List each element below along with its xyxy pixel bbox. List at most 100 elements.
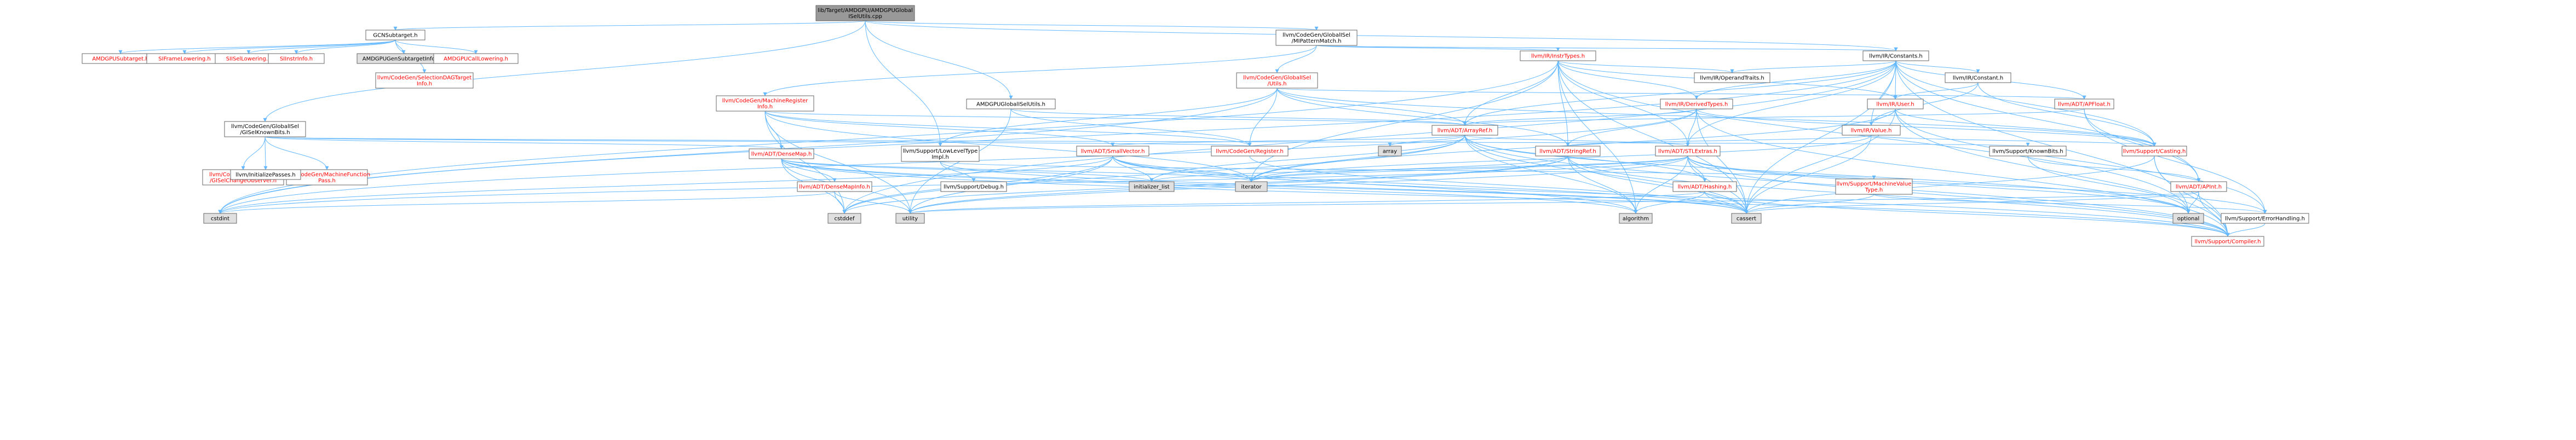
node-register[interactable]: llvm/CodeGen/Register.h	[1211, 146, 1289, 157]
edge-user-to-cassert	[1744, 108, 1896, 214]
node-debug[interactable]: llvm/Support/Debug.h	[940, 181, 1007, 192]
node-label: llvm/CodeGen/MachineRegister	[722, 98, 809, 104]
node-hashing[interactable]: llvm/ADT/Hashing.h	[1672, 181, 1737, 192]
edge-utils-to-register	[1247, 88, 1278, 147]
node-utility: utility	[895, 213, 925, 224]
node-box	[895, 213, 925, 224]
node-densemap[interactable]: llvm/ADT/DenseMap.h	[749, 148, 814, 159]
edge-densemap-to-dmi	[781, 158, 837, 182]
node-label: llvm/IR/DerivedTypes.h	[1665, 102, 1728, 108]
edge-apfloat-to-errh	[2084, 108, 2267, 214]
node-utils[interactable]: llvm/CodeGen/GlobalISel/Utils.h	[1236, 72, 1318, 89]
node-label: llvm/CodeGen/GlobalISel	[231, 124, 299, 130]
node-knownbits[interactable]: llvm/Support/KnownBits.h	[1989, 146, 2067, 157]
node-label: llvm/ADT/STLExtras.h	[1658, 149, 1717, 155]
edge-user-to-compiler	[1895, 108, 2230, 237]
edge-dmi-to-cstddef	[834, 191, 847, 214]
edge-apfloat-to-arrayref	[1463, 108, 2085, 126]
node-box	[1619, 213, 1653, 224]
node-box	[815, 5, 915, 21]
node-pm[interactable]: llvm/CodeGen/GlobalISel/MIPatternMatch.h	[1275, 30, 1358, 46]
edge-knownbits-to-apint	[2027, 155, 2201, 182]
node-compiler[interactable]: llvm/Support/Compiler.h	[2191, 236, 2264, 247]
node-box	[365, 30, 426, 40]
node-siii[interactable]: SIInstrInfo.h	[268, 53, 325, 64]
node-gisu[interactable]: AMDGPUGlobalISelUtils.h	[966, 99, 1056, 109]
node-label: SIISelLowering.h	[226, 56, 271, 62]
edge-stlextras-to-initlist	[1149, 155, 1688, 182]
node-label: llvm/Support/ErrorHandling.h	[2225, 216, 2305, 222]
edge-instrtypes-to-arrayref	[1463, 60, 1559, 126]
node-apfloat[interactable]: llvm/ADT/APFloat.h	[2054, 99, 2114, 109]
node-box	[1378, 146, 1402, 157]
edge-const-to-apint	[1895, 60, 2201, 182]
node-label: llvm/ADT/DenseMapInfo.h	[799, 184, 870, 190]
edge-gkb-to-gcobs	[241, 136, 266, 170]
edge-value-to-stringref	[1566, 135, 1872, 147]
node-stlextras[interactable]: llvm/ADT/STLExtras.h	[1655, 146, 1721, 157]
node-label: llvm/Support/KnownBits.h	[1992, 149, 2063, 155]
node-label: llvm/IR/Constant.h	[1953, 76, 2003, 82]
node-sifl[interactable]: SIFrameLowering.h	[146, 53, 223, 64]
edge-smallvec-to-cstdint	[218, 155, 1113, 214]
node-label: /Utils.h	[1268, 81, 1287, 87]
edge-const-to-arrayref	[1463, 60, 1896, 126]
node-instrtypes[interactable]: llvm/IR/InstrTypes.h	[1520, 50, 1596, 61]
node-gkb[interactable]: llvm/CodeGen/GlobalISel/GISelKnownBits.h	[224, 121, 306, 137]
edge-const-to-cassert	[1744, 60, 1896, 214]
edge-const-to-casting	[1895, 60, 2157, 147]
node-label: AMDGPUSubtarget.h	[92, 56, 148, 62]
node-apint[interactable]: llvm/ADT/APInt.h	[2170, 181, 2227, 192]
node-box	[1076, 146, 1149, 157]
edge-const-to-operandtraits	[1730, 60, 1896, 73]
edge-mri-to-arrayref	[764, 111, 1467, 126]
node-const[interactable]: llvm/IR/Constants.h	[1862, 50, 1929, 61]
node-errh[interactable]: llvm/Support/ErrorHandling.h	[2221, 213, 2309, 224]
edge-const-to-irconst	[1895, 60, 1980, 73]
node-label: llvm/ADT/ArrayRef.h	[1438, 128, 1493, 134]
node-value[interactable]: llvm/IR/Value.h	[1842, 125, 1901, 136]
node-root[interactable]: lib/Target/AMDGPU/AMDGPUGlobalISelUtils.…	[815, 5, 915, 21]
node-label: SIFrameLowering.h	[158, 56, 210, 62]
edge-value-to-casting	[1871, 135, 2157, 147]
node-gcn[interactable]: GCNSubtarget.h	[365, 30, 426, 40]
edge-instrtypes-to-algorithm	[1557, 60, 1638, 214]
edge-user-to-errh	[1895, 108, 2267, 214]
node-casting[interactable]: llvm/Support/Casting.h	[2121, 146, 2187, 157]
node-irconst[interactable]: llvm/IR/Constant.h	[1945, 72, 2011, 83]
edge-casting-to-cassert	[1744, 155, 2155, 214]
edge-utils-to-casting	[1277, 88, 2157, 147]
node-smallvec[interactable]: llvm/ADT/SmallVector.h	[1076, 146, 1149, 157]
node-derived[interactable]: llvm/IR/DerivedTypes.h	[1660, 99, 1733, 109]
node-label: llvm/CodeGen/MachineFunction	[284, 172, 370, 178]
node-initpass[interactable]: llvm/InitializePasses.h	[230, 169, 301, 180]
edge-instrtypes-to-stlextras	[1557, 60, 1690, 147]
edge-derived-to-compiler	[1696, 108, 2230, 237]
edge-stlextras-to-iterator	[1249, 155, 1688, 182]
node-stringref[interactable]: llvm/ADT/StringRef.h	[1535, 146, 1601, 157]
edge-dmi-to-utility	[834, 191, 912, 214]
node-box	[2054, 99, 2114, 109]
node-label: llvm/CodeGen/GlobalISel	[1283, 32, 1350, 38]
node-dmi[interactable]: llvm/ADT/DenseMapInfo.h	[797, 181, 872, 192]
node-operandtraits[interactable]: llvm/IR/OperandTraits.h	[1694, 72, 1770, 83]
node-label: llvm/ADT/SmallVector.h	[1081, 149, 1145, 155]
node-label: Impl.h	[932, 154, 948, 160]
node-label: llvm/CodeGen/SelectionDAGTarget	[377, 75, 472, 81]
edge-root-to-llt	[865, 20, 942, 147]
node-label: llvm/Support/Compiler.h	[2194, 239, 2261, 245]
node-box	[1660, 99, 1733, 109]
node-box	[203, 213, 237, 224]
edge-hashing-to-utility	[908, 191, 1705, 214]
node-label: cassert	[1737, 216, 1756, 222]
node-box	[827, 213, 861, 224]
node-calll[interactable]: AMDGPUCallLowering.h	[433, 53, 519, 64]
edge-root-to-gkb	[263, 20, 866, 122]
node-arrayref[interactable]: llvm/ADT/ArrayRef.h	[1431, 125, 1498, 136]
node-user[interactable]: llvm/IR/User.h	[1867, 99, 1924, 109]
